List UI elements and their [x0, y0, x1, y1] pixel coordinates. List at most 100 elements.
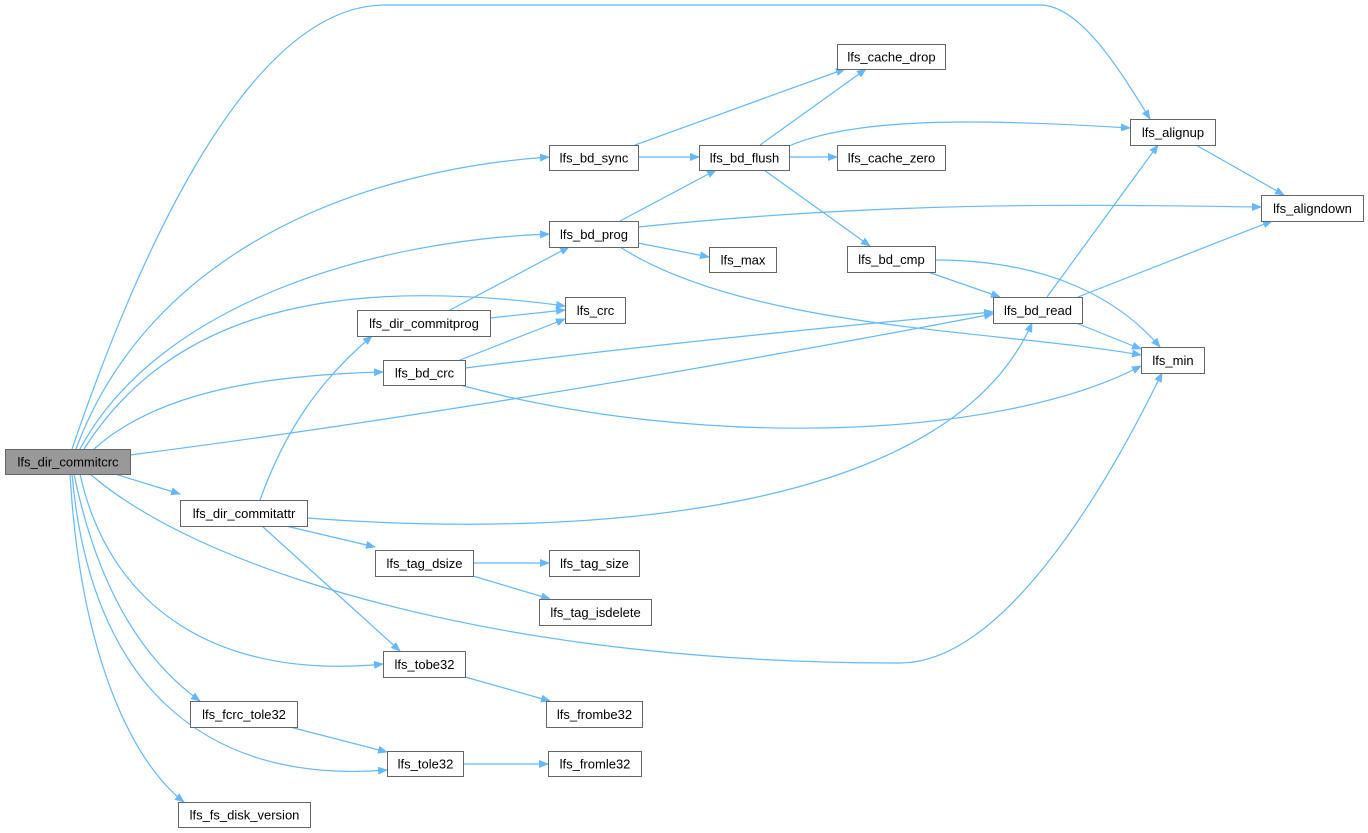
- node-label: lfs_dir_commitprog: [369, 316, 479, 331]
- node-box[interactable]: [549, 145, 639, 171]
- edge-lfs_bd_cmp-to-lfs_bd_read: [927, 271, 1001, 298]
- edge-lfs_bd_cmp-to-lfs_min: [934, 259, 1161, 348]
- node-lfs_dir_commitattr[interactable]: lfs_dir_commitattr: [180, 500, 308, 527]
- node-box[interactable]: [383, 651, 466, 678]
- edge-lfs_fcrc_tole32-to-lfs_tole32: [289, 726, 388, 754]
- edge-lfs_bd_prog-to-lfs_aligndown: [637, 202, 1262, 228]
- node-box[interactable]: [5, 449, 131, 475]
- node-label: lfs_alignup: [1142, 125, 1204, 140]
- node-box[interactable]: [837, 145, 946, 171]
- node-box[interactable]: [539, 599, 652, 626]
- node-box[interactable]: [387, 751, 464, 777]
- node-box[interactable]: [837, 44, 946, 70]
- node-lfs_tag_size[interactable]: lfs_tag_size: [549, 550, 640, 577]
- node-box[interactable]: [549, 550, 640, 577]
- node-box[interactable]: [993, 297, 1083, 324]
- node-box[interactable]: [190, 701, 298, 728]
- node-lfs_cache_drop[interactable]: lfs_cache_drop: [837, 44, 946, 70]
- node-lfs_tag_dsize[interactable]: lfs_tag_dsize: [375, 550, 474, 577]
- node-label: lfs_min: [1152, 353, 1193, 368]
- node-box[interactable]: [847, 246, 936, 273]
- node-label: lfs_bd_cmp: [858, 252, 924, 267]
- node-box[interactable]: [1261, 195, 1364, 222]
- edge-lfs_dir_commitcrc-to-lfs_fs_disk_version: [69, 473, 185, 803]
- node-label: lfs_dir_commitcrc: [17, 455, 119, 470]
- node-lfs_alignup[interactable]: lfs_alignup: [1130, 119, 1216, 146]
- node-label: lfs_aligndown: [1273, 201, 1352, 216]
- node-label: lfs_fcrc_tole32: [202, 707, 286, 722]
- node-box[interactable]: [1130, 119, 1216, 146]
- node-box[interactable]: [709, 247, 777, 273]
- node-lfs_aligndown[interactable]: lfs_aligndown: [1261, 195, 1364, 222]
- edge-lfs_bd_read-to-lfs_aligndown: [1077, 220, 1273, 298]
- node-label: lfs_fs_disk_version: [190, 808, 300, 823]
- node-lfs_dir_commitprog[interactable]: lfs_dir_commitprog: [357, 310, 491, 337]
- node-lfs_bd_read[interactable]: lfs_bd_read: [993, 297, 1083, 324]
- node-lfs_fromle32[interactable]: lfs_fromle32: [548, 751, 642, 777]
- node-label: lfs_fromle32: [560, 757, 631, 772]
- node-label: lfs_tole32: [398, 757, 454, 772]
- node-layer: lfs_dir_commitcrc lfs_bd_sync lfs_bd_flush…: [5, 44, 1364, 828]
- node-label: lfs_tag_isdelete: [550, 605, 640, 620]
- node-box[interactable]: [699, 145, 790, 171]
- node-box[interactable]: [549, 221, 639, 248]
- node-box[interactable]: [565, 297, 626, 324]
- edge-lfs_bd_read-to-lfs_min: [1075, 322, 1142, 350]
- edge-lfs_bd_crc-to-lfs_crc: [459, 318, 566, 361]
- node-label: lfs_dir_commitattr: [193, 506, 296, 521]
- node-lfs_bd_sync[interactable]: lfs_bd_sync: [549, 145, 639, 171]
- node-box[interactable]: [357, 310, 491, 337]
- edge-lfs_dir_commitcrc-to-lfs_bd_prog: [79, 230, 550, 450]
- edge-lfs_dir_commitcrc-to-lfs_bd_crc: [93, 368, 384, 450]
- edge-lfs_bd_crc-to-lfs_min: [459, 365, 1142, 429]
- node-lfs_crc[interactable]: lfs_crc: [565, 297, 626, 324]
- node-lfs_dir_commitcrc[interactable]: lfs_dir_commitcrc: [5, 449, 131, 475]
- edge-lfs_dir_commitcrc-to-lfs_crc: [83, 295, 566, 450]
- edge-lfs_bd_prog-to-lfs_max: [637, 242, 710, 260]
- node-lfs_tole32[interactable]: lfs_tole32: [387, 751, 464, 777]
- edge-lfs_dir_commitcrc-to-lfs_dir_commitattr: [114, 473, 181, 496]
- node-label: lfs_cache_zero: [848, 151, 935, 166]
- node-label: lfs_max: [721, 253, 766, 268]
- edge-lfs_bd_flush-to-lfs_alignup: [788, 121, 1131, 147]
- node-box[interactable]: [180, 500, 308, 527]
- edge-lfs_tag_dsize-to-lfs_tag_isdelete: [472, 575, 551, 601]
- edge-lfs_bd_crc-to-lfs_bd_read: [464, 308, 994, 369]
- node-label: lfs_crc: [577, 303, 615, 318]
- node-lfs_min[interactable]: lfs_min: [1141, 347, 1205, 374]
- node-label: lfs_tag_size: [560, 556, 629, 571]
- edge-lfs_dir_commitprog-to-lfs_bd_prog: [449, 246, 570, 311]
- node-box[interactable]: [375, 550, 474, 577]
- node-box[interactable]: [178, 802, 311, 828]
- node-lfs_tobe32[interactable]: lfs_tobe32: [383, 651, 466, 678]
- edge-lfs_bd_sync-to-lfs_cache_drop: [634, 68, 846, 146]
- node-lfs_tag_isdelete[interactable]: lfs_tag_isdelete: [539, 599, 652, 626]
- node-lfs_frombe32[interactable]: lfs_frombe32: [546, 701, 643, 728]
- edge-lfs_dir_commitattr-to-lfs_bd_read: [306, 322, 1033, 525]
- node-label: lfs_bd_crc: [395, 366, 455, 381]
- node-box[interactable]: [546, 701, 643, 728]
- node-lfs_bd_prog[interactable]: lfs_bd_prog: [549, 221, 639, 248]
- node-label: lfs_bd_prog: [560, 227, 628, 242]
- node-lfs_bd_cmp[interactable]: lfs_bd_cmp: [847, 246, 936, 273]
- edge-lfs_dir_commitcrc-to-lfs_min: [89, 372, 1163, 664]
- node-lfs_cache_zero[interactable]: lfs_cache_zero: [837, 145, 946, 171]
- node-box[interactable]: [548, 751, 642, 777]
- node-box[interactable]: [1141, 347, 1205, 374]
- edge-lfs_dir_commitcrc-to-lfs_tobe32: [79, 473, 384, 669]
- edge-lfs_dir_commitattr-to-lfs_tag_dsize: [285, 525, 376, 549]
- edge-lfs_dir_commitcrc-to-lfs_bd_sync: [75, 153, 550, 450]
- edge-lfs_dir_commitcrc-to-lfs_alignup: [71, 4, 1151, 450]
- edge-lfs_alignup-to-lfs_aligndown: [1195, 144, 1285, 196]
- node-box[interactable]: [383, 360, 466, 386]
- node-label: lfs_bd_sync: [560, 151, 629, 166]
- node-lfs_fs_disk_version[interactable]: lfs_fs_disk_version: [178, 802, 311, 828]
- node-label: lfs_frombe32: [557, 707, 632, 722]
- node-lfs_max[interactable]: lfs_max: [709, 247, 777, 273]
- edge-lfs_dir_commitcrc-to-lfs_bd_read: [129, 311, 994, 456]
- node-lfs_fcrc_tole32[interactable]: lfs_fcrc_tole32: [190, 701, 298, 728]
- node-label: lfs_tag_dsize: [387, 556, 463, 571]
- node-lfs_bd_crc[interactable]: lfs_bd_crc: [383, 360, 466, 386]
- node-lfs_bd_flush[interactable]: lfs_bd_flush: [699, 145, 790, 171]
